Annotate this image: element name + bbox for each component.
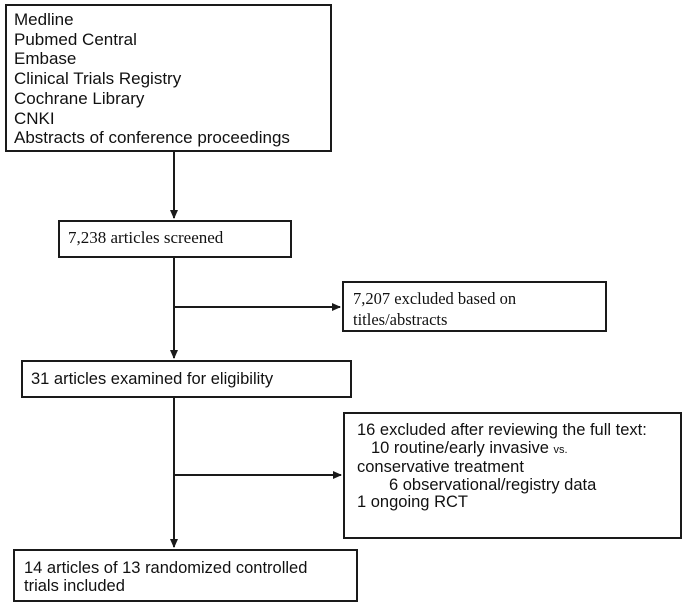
sources-box: Medline Pubmed Central Embase Clinical T… bbox=[5, 4, 332, 152]
source-item: Medline bbox=[14, 10, 74, 29]
excluded-routine-count: 10 routine/early invasive bbox=[371, 438, 549, 457]
source-item: CNKI bbox=[14, 108, 55, 128]
excluded-routine-line: 10 routine/early invasive vs. bbox=[357, 438, 670, 460]
source-item: Pubmed Central bbox=[14, 29, 137, 49]
screened-box: 7,238 articles screened bbox=[58, 220, 292, 258]
source-item: Clinical Trials Registry bbox=[14, 69, 182, 89]
excluded-fulltext-heading: 16 excluded after reviewing the full tex… bbox=[357, 421, 647, 439]
source-item: Embase bbox=[14, 49, 77, 69]
included-line2: trials included bbox=[24, 577, 125, 595]
examined-box: 31 articles examined for eligibility bbox=[21, 360, 352, 398]
excluded-titles-line2: titles/abstracts bbox=[353, 310, 448, 329]
included-line1: 14 articles of 13 randomized controlled bbox=[24, 559, 308, 577]
source-item: Abstracts of conference proceedings bbox=[14, 128, 290, 148]
excluded-fulltext-box: 16 excluded after reviewing the full tex… bbox=[343, 412, 682, 539]
included-box: 14 articles of 13 randomized controlled … bbox=[13, 549, 358, 602]
vs-label: vs. bbox=[553, 443, 568, 456]
excluded-titles-line1: 7,207 excluded based on bbox=[353, 289, 517, 308]
excluded-observational: 6 observational/registry data bbox=[389, 475, 597, 494]
excluded-routine-rest: conservative treatment bbox=[357, 458, 524, 476]
source-item: Cochrane Library bbox=[14, 88, 145, 108]
screened-text: 7,238 articles screened bbox=[68, 228, 224, 247]
excluded-ongoing: 1 ongoing RCT bbox=[357, 493, 468, 511]
excluded-titles-box: 7,207 excluded based on titles/abstracts bbox=[342, 281, 607, 332]
examined-text: 31 articles examined for eligibility bbox=[31, 370, 274, 388]
